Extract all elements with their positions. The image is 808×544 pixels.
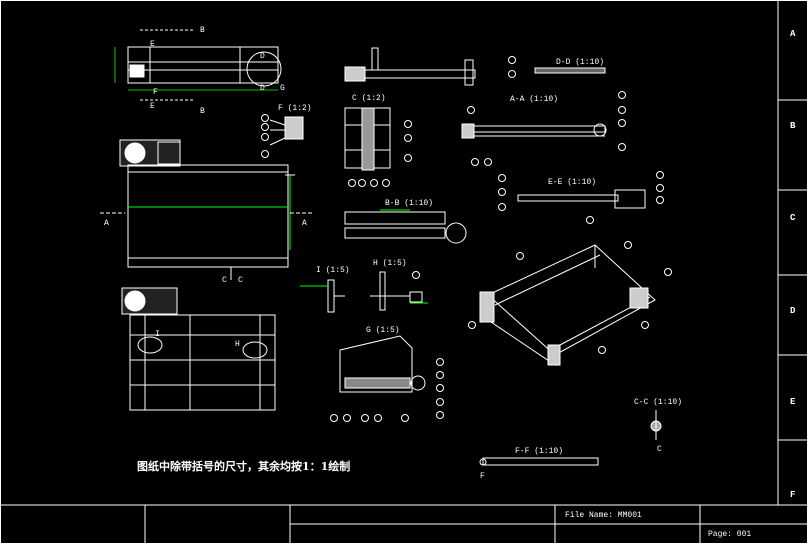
a-a-view xyxy=(461,91,626,166)
section-mark-d: D xyxy=(260,84,265,93)
f-f-view xyxy=(479,457,599,466)
isometric-view xyxy=(468,241,672,366)
e-e-view xyxy=(498,171,664,224)
section-mark-e: E xyxy=(150,102,155,111)
section-mark-g: G xyxy=(280,84,285,93)
section-mark-c: C xyxy=(657,445,662,454)
view-title-e-e: E-E (1:10) xyxy=(548,178,596,187)
view-title-c-c: C-C (1:10) xyxy=(634,398,682,407)
view-title-f-f: F-F (1:10) xyxy=(515,447,563,456)
section-mark-f: F xyxy=(153,88,158,97)
section-mark-e: E xyxy=(150,40,155,49)
front-view xyxy=(100,139,312,280)
zone-label: B xyxy=(790,121,796,131)
roller-detail xyxy=(344,47,476,86)
i-detail xyxy=(300,279,345,313)
view-title-d-d: D-D (1:10) xyxy=(556,58,604,67)
view-title-g: G (1:5) xyxy=(366,326,400,335)
page-label: Page: 001 xyxy=(708,530,751,539)
h-detail xyxy=(370,271,428,311)
c-detail xyxy=(344,107,412,187)
b-b-view xyxy=(344,209,467,244)
section-mark-i: I xyxy=(155,330,160,339)
section-mark-b: B xyxy=(200,26,205,35)
drawing-note: 图纸中除带括号的尺寸，其余均按1：1绘制 xyxy=(137,459,350,473)
top-view-small xyxy=(127,29,282,101)
zone-labels: A B C D E F xyxy=(790,29,796,500)
section-mark-c: C xyxy=(222,276,227,285)
section-mark-b: B xyxy=(200,107,205,116)
section-mark-f: F xyxy=(480,472,485,481)
zone-label: E xyxy=(790,397,796,407)
view-title-c: C (1:2) xyxy=(352,94,386,103)
title-block xyxy=(0,504,808,544)
section-mark-d: D xyxy=(260,52,265,61)
view-title-a-a: A-A (1:10) xyxy=(510,95,558,104)
section-mark-a: A xyxy=(302,219,307,228)
view-title-i: I (1:5) xyxy=(316,266,350,275)
zone-label: D xyxy=(790,306,796,316)
zone-label: A xyxy=(790,29,796,39)
view-title-b-b: B-B (1:10) xyxy=(385,199,433,208)
f-detail xyxy=(261,114,304,158)
section-mark-a: A xyxy=(104,219,109,228)
g-detail xyxy=(330,335,444,422)
view-title-h: H (1:5) xyxy=(373,259,407,268)
top-view-dimensions xyxy=(114,47,278,91)
zone-label: C xyxy=(790,213,796,223)
c-c-view xyxy=(650,410,662,440)
bottom-view xyxy=(121,287,276,411)
file-name-label: File Name: MM001 xyxy=(565,511,642,520)
section-mark-h: H xyxy=(235,340,240,349)
zone-label: F xyxy=(790,490,795,500)
d-d-view xyxy=(508,56,606,78)
view-title-f: F (1:2) xyxy=(278,104,312,113)
section-mark-c: C xyxy=(238,276,243,285)
